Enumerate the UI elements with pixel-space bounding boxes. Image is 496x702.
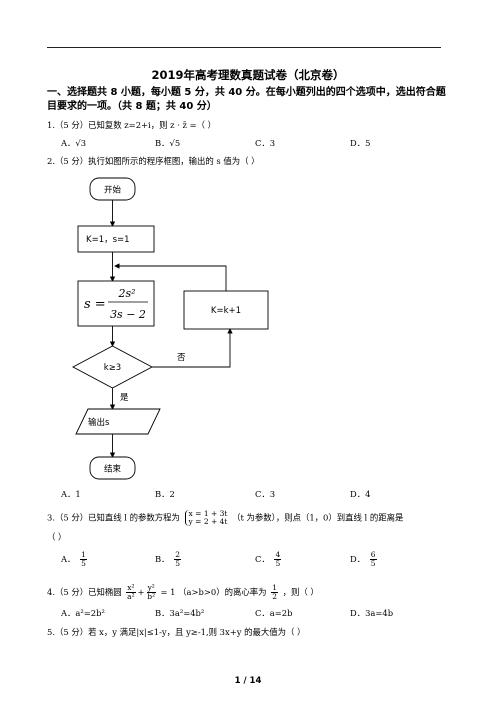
flow-formula-lhs: s = bbox=[84, 297, 106, 312]
frac-den: a² bbox=[127, 592, 135, 601]
q2-stem: 2.（5 分）执行如图所示的程序框图，输出的 s 值为（ ） bbox=[47, 156, 260, 166]
q4-stem-post: ，则（ ） bbox=[282, 587, 319, 597]
q4-eq: = 1 bbox=[160, 587, 176, 597]
frac-den: b² bbox=[147, 592, 156, 601]
flow-end-box bbox=[89, 456, 136, 480]
frac-den: 2 bbox=[272, 592, 277, 601]
frac-num: 2 bbox=[174, 550, 181, 560]
flow-formula-den: 3s − 2 bbox=[110, 308, 146, 321]
q2-option-a[interactable]: A．1 bbox=[61, 489, 81, 499]
frac-num: x² bbox=[126, 583, 136, 593]
q3-system-line-2: y = 2 + 4t bbox=[188, 517, 228, 526]
q3-system: x = 1 + 3t y = 2 + 4t bbox=[184, 509, 228, 526]
q4-option-d[interactable]: D．3a=4b bbox=[350, 608, 394, 618]
q1-option-b[interactable]: B．√5 bbox=[155, 138, 181, 148]
frac-num: 1 bbox=[271, 583, 278, 593]
page-title: 2019年高考理数真题试卷（北京卷） bbox=[151, 68, 345, 82]
q1-option-c[interactable]: C．3 bbox=[255, 138, 276, 148]
q3-stem-cont: （ ） bbox=[47, 532, 67, 542]
q4-stem-mid: （a>b>0）的离心率为 bbox=[178, 587, 267, 597]
flow-update-box bbox=[183, 290, 269, 330]
section-heading: 一、选择题共 8 小题，每小题 5 分，共 40 分。在每小题列出的四个选项中，… bbox=[47, 87, 446, 112]
frac-den: 5 bbox=[175, 559, 180, 568]
q1-option-a[interactable]: A．√3 bbox=[61, 138, 87, 148]
q4-stem-pre: 4.（5 分）已知椭圆 bbox=[47, 587, 122, 597]
q2-option-b[interactable]: B．2 bbox=[155, 489, 175, 499]
q4-option-b[interactable]: B．3a²=4b² bbox=[155, 608, 205, 618]
frac-den: 5 bbox=[275, 559, 281, 568]
q4-plus: + bbox=[137, 587, 145, 597]
flow-cond-text: k≥3 bbox=[104, 363, 121, 373]
q3-option-a-label: A． bbox=[61, 554, 76, 564]
page-number: 1 / 14 bbox=[234, 676, 262, 686]
q3-stem-post: （t 为参数），则点（1，0）到直线 l 的距离是 bbox=[232, 512, 404, 523]
q3-stem-pre: 3.（5 分）已知直线 l 的参数方程为 bbox=[47, 512, 180, 523]
frac-num: y² bbox=[146, 583, 156, 593]
frac-den: 5 bbox=[370, 559, 376, 568]
flow-no-line bbox=[152, 328, 233, 368]
frac-num: 4 bbox=[274, 550, 282, 560]
frac-num: 1 bbox=[80, 550, 87, 560]
q3-option-b-label: B． bbox=[155, 554, 170, 564]
q3-system-line-1: x = 1 + 3t bbox=[188, 509, 228, 518]
q5-stem: 5.（5 分）若 x，y 满足|x|≤1-y，且 y≥-1,则 3x+y 的最大… bbox=[47, 627, 306, 637]
frac-den: 5 bbox=[81, 559, 86, 568]
q4-option-a[interactable]: A．a²=2b² bbox=[61, 608, 105, 618]
flow-output-text: 输出s bbox=[88, 417, 110, 428]
flow-formula-box bbox=[77, 280, 155, 327]
q1-stem: 1.（5 分）已知复数 z=2+i，则 z · z̄ =（ ） bbox=[47, 120, 217, 130]
flow-init-text: K=1，s=1 bbox=[86, 235, 130, 245]
flow-loop-line bbox=[114, 263, 227, 291]
flow-update-text: K=k+1 bbox=[211, 306, 241, 316]
flow-output-para bbox=[75, 408, 161, 435]
flow-end-text: 结束 bbox=[104, 464, 122, 475]
flow-init-box bbox=[77, 225, 155, 253]
q2-option-c[interactable]: C．3 bbox=[255, 489, 276, 499]
flow-no-label: 否 bbox=[177, 353, 186, 363]
flow-formula-num: 2s² bbox=[117, 287, 135, 300]
q1-option-d[interactable]: D．5 bbox=[350, 138, 371, 148]
q3-stem: 3.（5 分）已知直线 l 的参数方程为 x = 1 + 3t y = 2 + … bbox=[47, 510, 403, 526]
frac-num: 6 bbox=[369, 550, 377, 560]
flow-start-text: 开始 bbox=[104, 185, 122, 196]
header-rule bbox=[47, 47, 441, 48]
q3-option-d-label: D． bbox=[350, 554, 366, 564]
flow-yes-label: 是 bbox=[120, 393, 129, 403]
q2-option-d[interactable]: D．4 bbox=[350, 489, 371, 499]
q3-option-c-label: C． bbox=[255, 554, 270, 564]
q4-option-c[interactable]: C．a=2b bbox=[255, 608, 293, 618]
